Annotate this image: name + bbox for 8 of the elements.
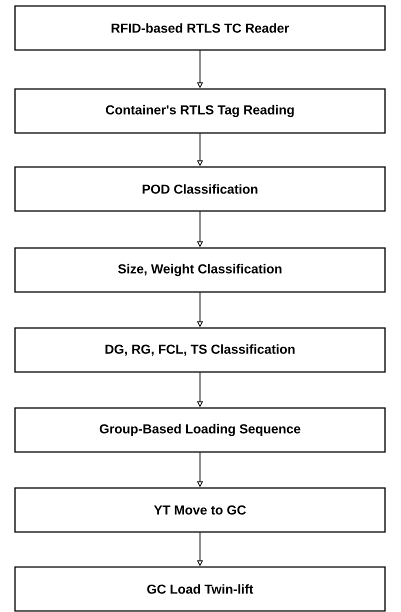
process-box: DG, RG, FCL, TS Classification bbox=[14, 327, 386, 373]
process-box: RFID-based RTLS TC Reader bbox=[14, 5, 386, 51]
process-box: GC Load Twin-lift bbox=[14, 566, 386, 612]
process-box: YT Move to GC bbox=[14, 487, 386, 533]
process-box: Size, Weight Classification bbox=[14, 247, 386, 293]
process-box: Container's RTLS Tag Reading bbox=[14, 88, 386, 134]
process-box: POD Classification bbox=[14, 166, 386, 212]
process-box: Group-Based Loading Sequence bbox=[14, 407, 386, 453]
